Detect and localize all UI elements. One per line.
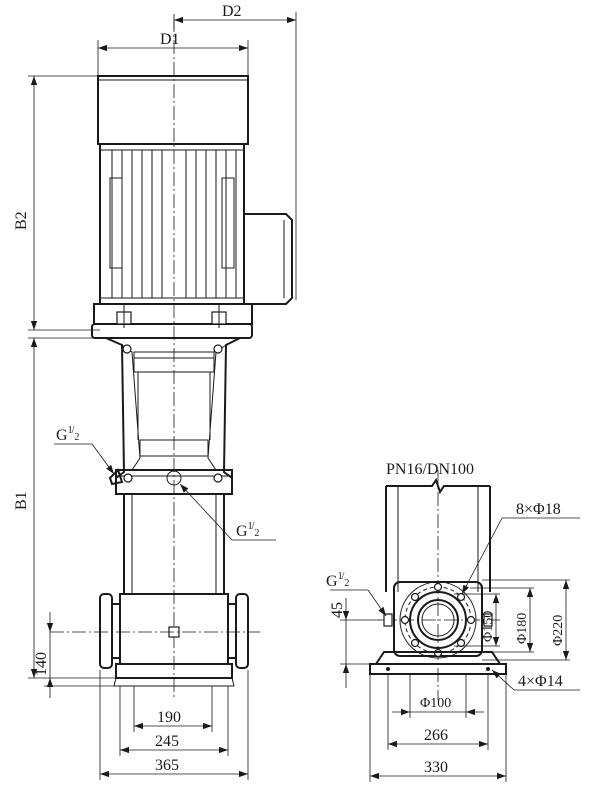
side-flange (383, 581, 493, 659)
dimension-45: 45 (329, 598, 380, 688)
dimension-d2: D2 (173, 3, 297, 300)
bolt-holes-callout: 8×Φ18 (461, 501, 580, 595)
dimension-330: 330 (369, 674, 507, 782)
motor-flange (91, 303, 253, 339)
side-port-callout: G1/2 (326, 571, 387, 617)
port-right-label: G1/2 (236, 521, 259, 540)
port-callout-right: G1/2 (179, 483, 276, 541)
dimension-140: 140 (33, 612, 116, 698)
dimension-d100: Φ100 (392, 674, 484, 718)
dimension-d220: Φ220 (482, 579, 570, 661)
dimension-b1: B1 (13, 337, 116, 679)
terminal-box (244, 213, 293, 305)
motor-body (99, 143, 245, 305)
base-holes-label: 4×Φ14 (518, 673, 563, 690)
side-view: PN16/DN100 8×Φ18 G1/2 45 (326, 461, 580, 782)
dimension-266: 266 (387, 674, 489, 750)
side-column (385, 477, 491, 592)
label-365: 365 (155, 757, 179, 774)
label-d220: Φ220 (551, 615, 566, 646)
label-140: 140 (33, 652, 50, 676)
dimension-d180: Φ180 (470, 587, 534, 653)
side-port-label: G1/2 (326, 571, 349, 590)
dimension-190: 190 (133, 686, 213, 732)
label-b1: B1 (13, 491, 30, 510)
base-holes-callout: 4×Φ14 (491, 669, 580, 691)
label-d2: D2 (222, 3, 242, 20)
label-266: 266 (424, 727, 448, 744)
dimension-d150: Φ150 (454, 593, 500, 647)
dimension-245: 245 (119, 686, 229, 756)
motor-fan-cover (97, 75, 249, 145)
dimension-b2: B2 (13, 75, 100, 331)
front-view: D2 D1 B2 B1 140 (13, 3, 297, 780)
bolt-holes (400, 582, 476, 658)
inlet-outlet-flanges (99, 593, 249, 669)
port-upper-left-label: G1/2 (56, 425, 79, 444)
bolt-holes-label: 8×Φ18 (516, 501, 561, 518)
label-190: 190 (157, 709, 181, 726)
rating-label: PN16/DN100 (386, 461, 474, 478)
pump-head (108, 468, 233, 495)
dimension-365: 365 (99, 670, 249, 780)
label-d1: D1 (160, 31, 180, 48)
label-d180: Φ180 (515, 613, 530, 644)
lantern-bracket (105, 337, 241, 479)
label-d150: Φ150 (481, 611, 496, 642)
label-330: 330 (424, 759, 448, 776)
label-245: 245 (155, 733, 179, 750)
dimension-d1: D1 (97, 31, 249, 76)
label-45: 45 (329, 602, 346, 618)
label-d100: Φ100 (420, 696, 451, 711)
label-b2: B2 (13, 211, 30, 230)
port-callout-upper-left: G1/2 (54, 425, 115, 475)
